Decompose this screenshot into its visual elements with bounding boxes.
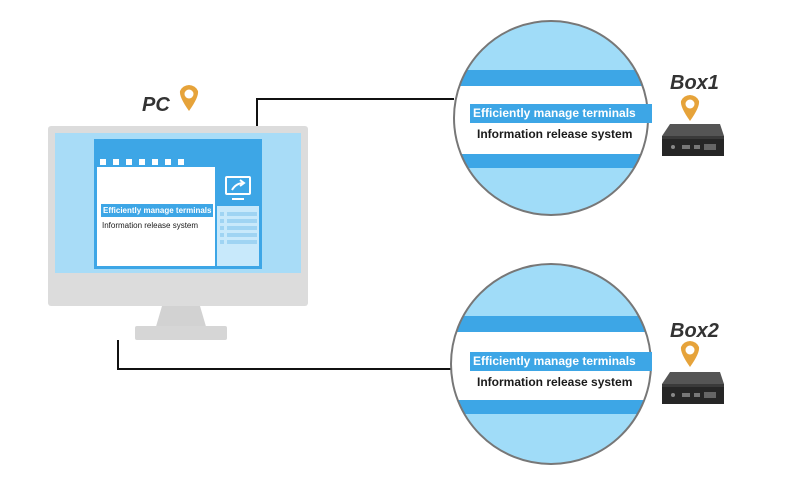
- toolbar-dots: [100, 159, 184, 165]
- share-screen-icon: [225, 176, 251, 200]
- box2-label: Box2: [670, 320, 719, 342]
- media-box-icon: [662, 372, 724, 404]
- box1-subtitle: Information release system: [477, 127, 633, 141]
- connector-line-box1: [256, 98, 454, 126]
- pc-screen-headline: Efficiently manage terminals: [101, 204, 213, 217]
- pc-screen-subtitle: Information release system: [102, 221, 199, 230]
- sidebar-list: [220, 212, 257, 244]
- media-box-icon: [662, 124, 724, 156]
- pc-label: PC: [142, 94, 170, 116]
- location-pin-icon: [680, 95, 700, 121]
- box1-headline: Efficiently manage terminals: [470, 104, 652, 123]
- location-pin-icon: [179, 85, 199, 111]
- box2-headline: Efficiently manage terminals: [470, 352, 652, 371]
- sidebar-top-panel: [217, 167, 259, 206]
- box2-subtitle: Information release system: [477, 375, 633, 389]
- monitor-base: [135, 326, 227, 340]
- pc-monitor: [48, 126, 308, 340]
- location-pin-icon: [680, 341, 700, 367]
- box1-label: Box1: [670, 72, 719, 94]
- connector-line-box2: [117, 340, 454, 370]
- monitor-stand: [155, 306, 207, 330]
